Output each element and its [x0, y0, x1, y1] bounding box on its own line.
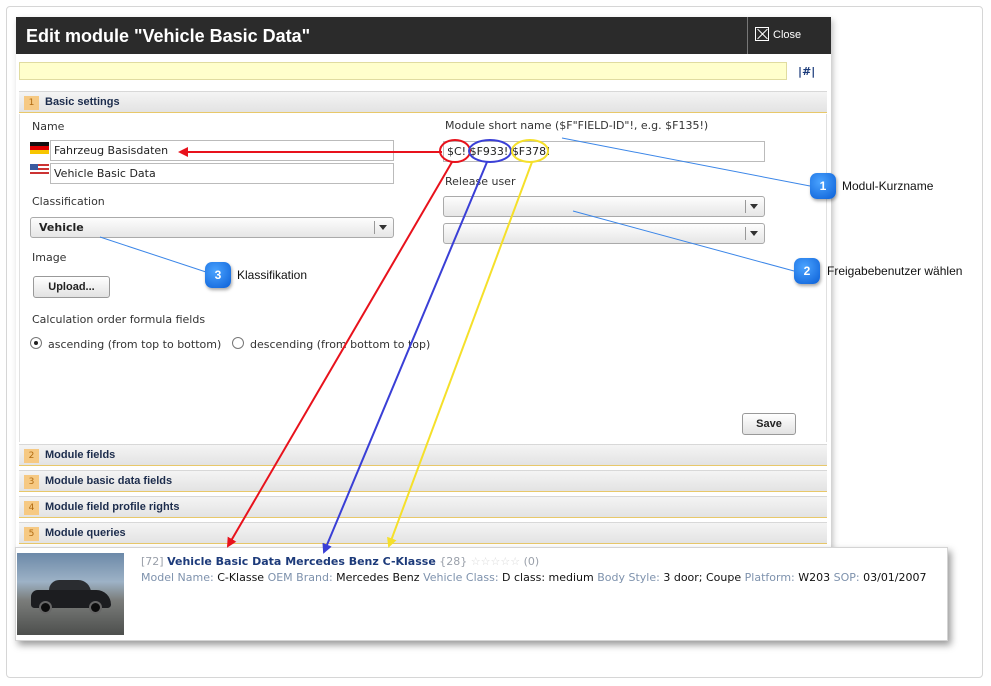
descending-label: descending (from bottom to top)	[250, 338, 431, 351]
result-id: [72]	[141, 555, 164, 568]
chevron-down-icon	[379, 225, 387, 230]
chevron-down-icon	[750, 231, 758, 236]
us-flag-icon	[30, 164, 49, 176]
field-value-model-name: C-Klasse	[217, 571, 265, 584]
close-icon	[755, 27, 769, 41]
section-header-basic-settings[interactable]: 1 Basic settings	[19, 91, 827, 113]
field-value-sop: 03/01/2007	[863, 571, 927, 584]
result-fields-line: Model Name: C-Klasse OEM Brand: Mercedes…	[141, 571, 927, 584]
classification-select[interactable]: Vehicle	[30, 217, 394, 238]
section-number: 1	[24, 96, 39, 110]
callout-badge-3: 3	[205, 262, 231, 288]
close-label: Close	[773, 29, 802, 41]
rating-stars-icon[interactable]: ☆☆☆☆☆	[470, 555, 521, 568]
field-label-sop: SOP:	[833, 571, 860, 584]
callout-label-3: Klassifikation	[237, 268, 308, 282]
ascending-radio[interactable]	[30, 337, 42, 349]
section-title: Module basic data fields	[45, 475, 173, 487]
section-header-module-fields[interactable]: 2 Module fields	[19, 444, 827, 466]
dialog-title: Edit module "Vehicle Basic Data"	[26, 26, 311, 46]
upload-button[interactable]: Upload...	[33, 276, 110, 298]
car-wheel	[39, 601, 52, 614]
section-number: 3	[24, 475, 39, 489]
field-label-body-style: Body Style:	[597, 571, 660, 584]
release-user-select-2[interactable]	[443, 223, 765, 244]
section-header-module-basic-data-fields[interactable]: 3 Module basic data fields	[19, 470, 827, 492]
field-label-model-name: Model Name:	[141, 571, 214, 584]
section-title: Basic settings	[45, 96, 120, 108]
german-flag-icon	[30, 142, 49, 154]
basic-settings-panel	[19, 114, 827, 442]
section-header-module-queries[interactable]: 5 Module queries	[19, 522, 827, 544]
message-bar	[19, 62, 787, 80]
callout-badge-1: 1	[810, 173, 836, 199]
image-label: Image	[32, 251, 67, 264]
callout-label-2: Freigabebenutzer wählen	[827, 264, 963, 278]
search-result-card[interactable]: [72] Vehicle Basic Data Mercedes Benz C-…	[15, 547, 948, 641]
name-label: Name	[32, 120, 65, 133]
name-field-german[interactable]: Fahrzeug Basisdaten	[50, 140, 394, 161]
save-button[interactable]: Save	[742, 413, 796, 435]
edit-module-dialog: Edit module "Vehicle Basic Data" Close |…	[16, 17, 831, 550]
vehicle-thumbnail	[17, 553, 124, 635]
dialog-titlebar: Edit module "Vehicle Basic Data" Close	[16, 17, 831, 54]
section-title: Module fields	[45, 449, 116, 461]
callout-label-1: Modul-Kurzname	[842, 179, 934, 193]
close-button[interactable]: Close	[747, 17, 831, 54]
select-divider	[745, 227, 746, 240]
field-label-platform: Platform:	[744, 571, 795, 584]
classification-value: Vehicle	[39, 221, 84, 234]
callout-badge-2: 2	[794, 258, 820, 284]
field-value-oem-brand: Mercedes Benz	[336, 571, 420, 584]
classification-label: Classification	[32, 195, 105, 208]
section-header-module-field-profile-rights[interactable]: 4 Module field profile rights	[19, 496, 827, 518]
result-title-link[interactable]: Vehicle Basic Data Mercedes Benz C-Klass…	[167, 555, 436, 568]
section-number: 5	[24, 527, 39, 541]
car-wheel	[89, 601, 102, 614]
select-divider	[745, 200, 746, 213]
section-number: 2	[24, 449, 39, 463]
module-short-name-label: Module short name ($F"FIELD-ID"!, e.g. $…	[445, 119, 709, 132]
field-value-vehicle-class: D class: medium	[502, 571, 594, 584]
chevron-down-icon	[750, 204, 758, 209]
anchor-link[interactable]: |#|	[798, 65, 816, 78]
name-field-english[interactable]: Vehicle Basic Data	[50, 163, 394, 184]
rating-count: (0)	[523, 555, 540, 568]
result-count: {28}	[439, 555, 468, 568]
field-value-platform: W203	[798, 571, 831, 584]
field-label-vehicle-class: Vehicle Class:	[423, 571, 499, 584]
section-number: 4	[24, 501, 39, 515]
calc-order-label: Calculation order formula fields	[32, 313, 206, 326]
module-short-name-input[interactable]: $C! $F933! $F378!	[443, 141, 765, 162]
release-user-label: Release user	[445, 175, 516, 188]
section-title: Module field profile rights	[45, 501, 180, 513]
descending-radio[interactable]	[232, 337, 244, 349]
field-label-oem-brand: OEM Brand:	[267, 571, 333, 584]
select-divider	[374, 221, 375, 234]
release-user-select-1[interactable]	[443, 196, 765, 217]
ascending-label: ascending (from top to bottom)	[48, 338, 222, 351]
section-title: Module queries	[45, 527, 126, 539]
field-value-body-style: 3 door; Coupe	[663, 571, 742, 584]
result-title-line: [72] Vehicle Basic Data Mercedes Benz C-…	[141, 555, 539, 568]
